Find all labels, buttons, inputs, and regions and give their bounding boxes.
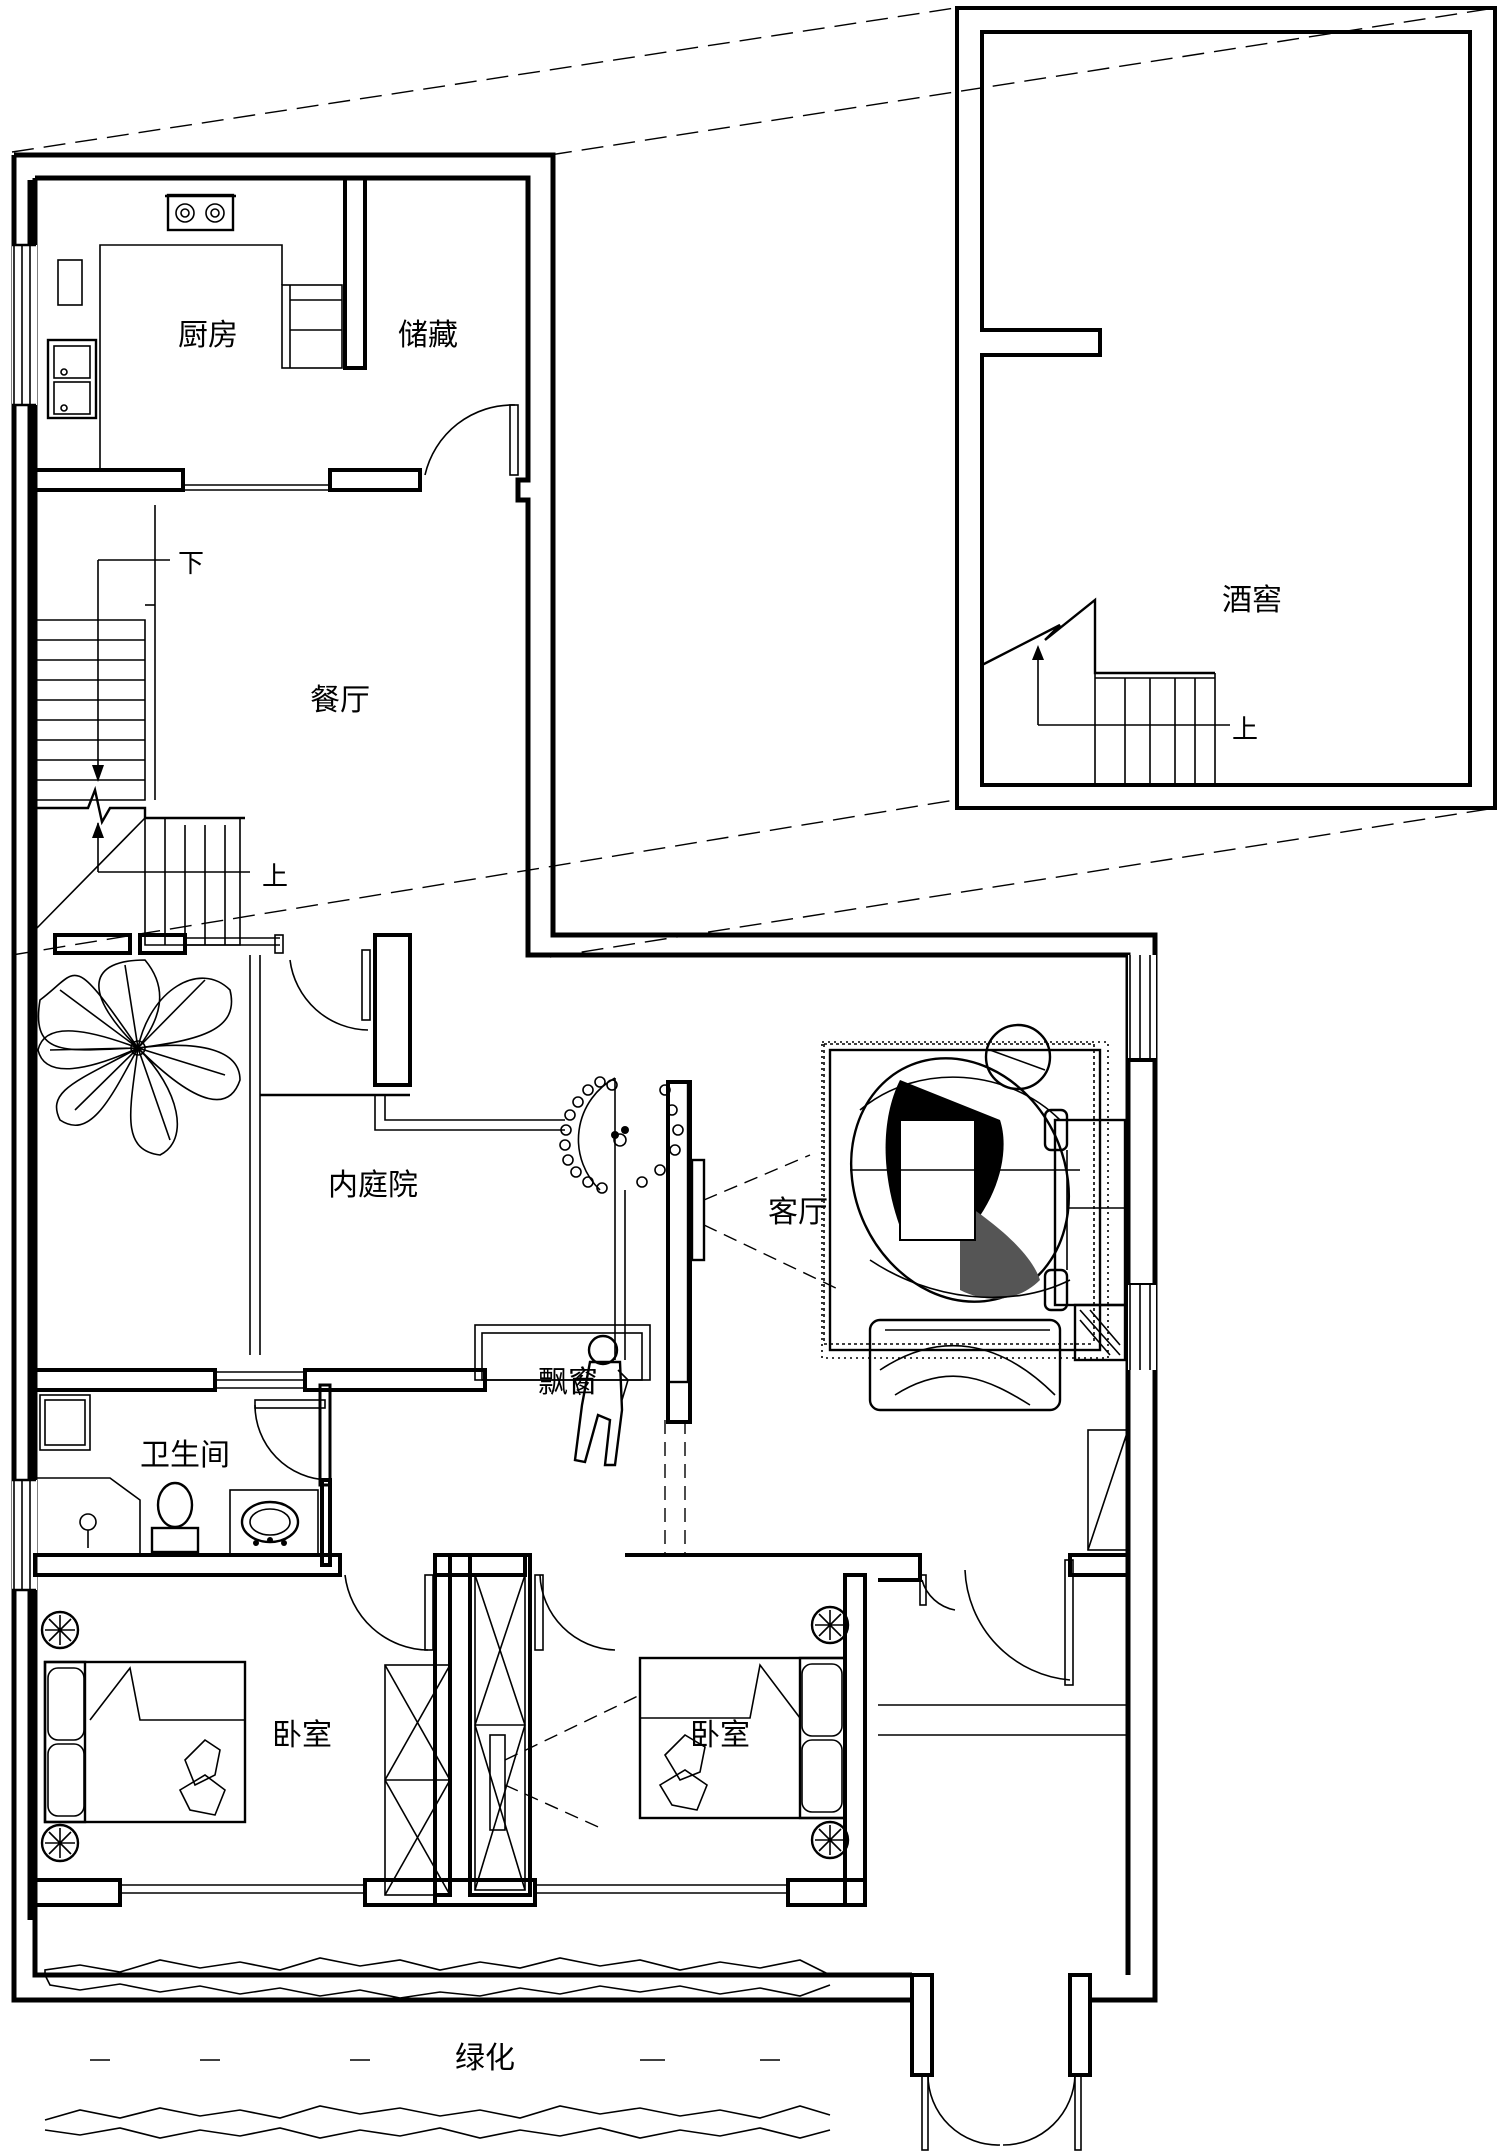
left-windows — [12, 243, 37, 1592]
label-wine-cellar: 酒窖 — [1222, 583, 1282, 618]
label-bay-window: 飘窗 — [538, 1365, 598, 1400]
cellar-stair — [981, 597, 1230, 785]
label-stair-down: 下 — [178, 549, 204, 579]
projection-lines — [11, 7, 1496, 958]
label-bedroom-right: 卧室 — [690, 1718, 750, 1753]
kitchen — [35, 178, 519, 492]
greenery — [44, 1957, 831, 2139]
bedroom-right — [33, 1553, 867, 1907]
palm-tree — [37, 959, 241, 1156]
living-room — [625, 955, 1157, 1736]
label-dining: 餐厅 — [310, 683, 370, 718]
room-labels: 厨房 储藏 餐厅 内庭院 客厅 飘窗 卫生间 卧室 卧室 绿化 酒窖 下 上 上 — [140, 318, 1282, 2076]
bathroom — [33, 1383, 342, 1577]
rug-fringe — [821, 1041, 1109, 1359]
label-courtyard: 内庭院 — [328, 1168, 418, 1203]
stair-treads — [35, 639, 145, 781]
person-figure — [573, 1334, 629, 1467]
label-living: 客厅 — [768, 1195, 828, 1230]
label-bedroom-left: 卧室 — [272, 1718, 332, 1753]
bottom-entrance — [910, 1973, 1092, 2151]
label-stair-up: 上 — [262, 862, 288, 892]
courtyard — [33, 933, 690, 1392]
label-cellar-stair-up: 上 — [1232, 715, 1258, 745]
label-kitchen: 厨房 — [178, 318, 238, 353]
dining-stair — [34, 505, 284, 955]
label-bathroom: 卫生间 — [140, 1438, 230, 1473]
label-storage: 储藏 — [398, 318, 458, 353]
label-greenery: 绿化 — [455, 2041, 515, 2076]
courtyard-plants — [559, 1076, 684, 1360]
wine-cellar — [955, 6, 1497, 810]
